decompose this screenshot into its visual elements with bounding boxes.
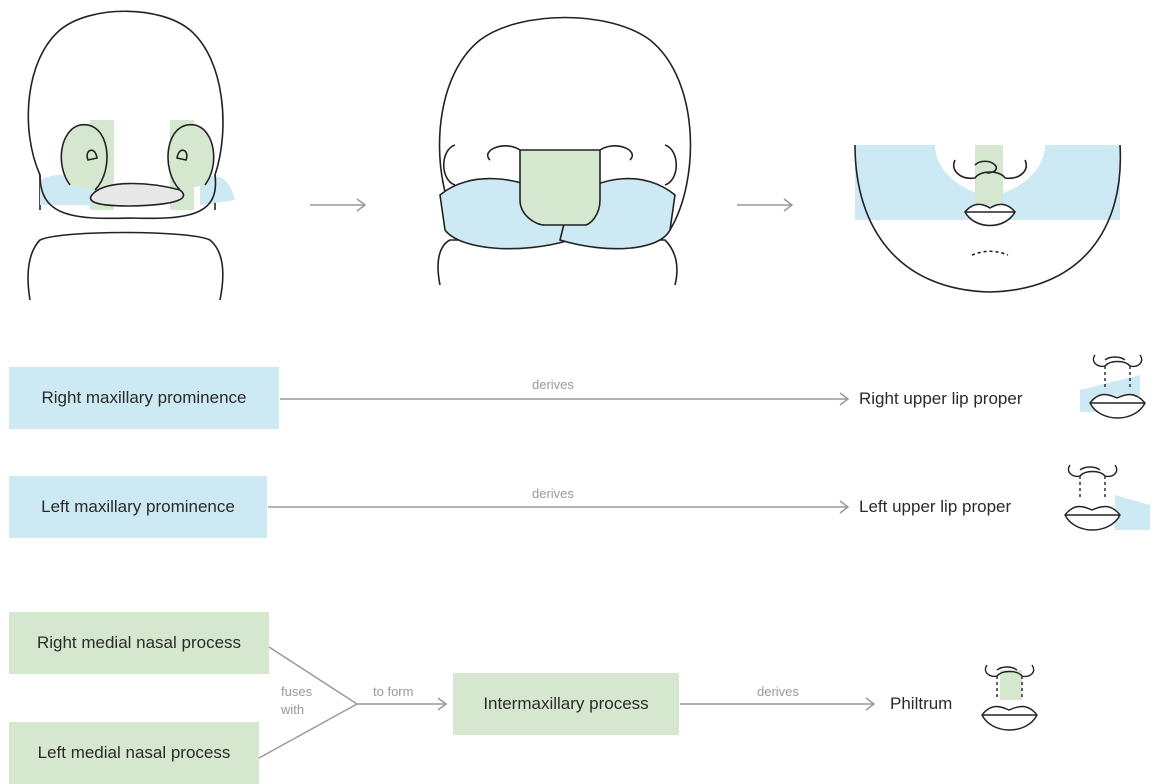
with-verb: with <box>281 702 304 717</box>
fuses-verb: fuses <box>281 684 312 699</box>
row-2-verb: derives <box>532 486 574 501</box>
row-3-verb: derives <box>757 684 799 699</box>
right-medial-nasal-label: Right medial nasal process <box>37 633 241 653</box>
right-maxillary-box: Right maxillary prominence <box>9 367 279 429</box>
left-maxillary-box: Left maxillary prominence <box>9 476 267 538</box>
left-maxillary-label: Left maxillary prominence <box>41 497 235 517</box>
right-medial-nasal-box: Right medial nasal process <box>9 612 269 674</box>
stage-2-embryo-face <box>438 18 690 286</box>
stage-3-adult-face <box>855 145 1120 292</box>
left-medial-nasal-label: Left medial nasal process <box>38 743 231 763</box>
row-1-target: Right upper lip proper <box>859 389 1022 409</box>
row-3-target: Philtrum <box>890 694 952 714</box>
to-form-verb: to form <box>373 684 413 699</box>
stage-1-embryo-face <box>28 11 235 300</box>
intermaxillary-label: Intermaxillary process <box>483 694 648 714</box>
right-maxillary-label: Right maxillary prominence <box>41 388 246 408</box>
left-medial-nasal-box: Left medial nasal process <box>9 722 259 784</box>
intermaxillary-box: Intermaxillary process <box>453 673 679 735</box>
row-1-verb: derives <box>532 377 574 392</box>
row-2-target: Left upper lip proper <box>859 497 1011 517</box>
